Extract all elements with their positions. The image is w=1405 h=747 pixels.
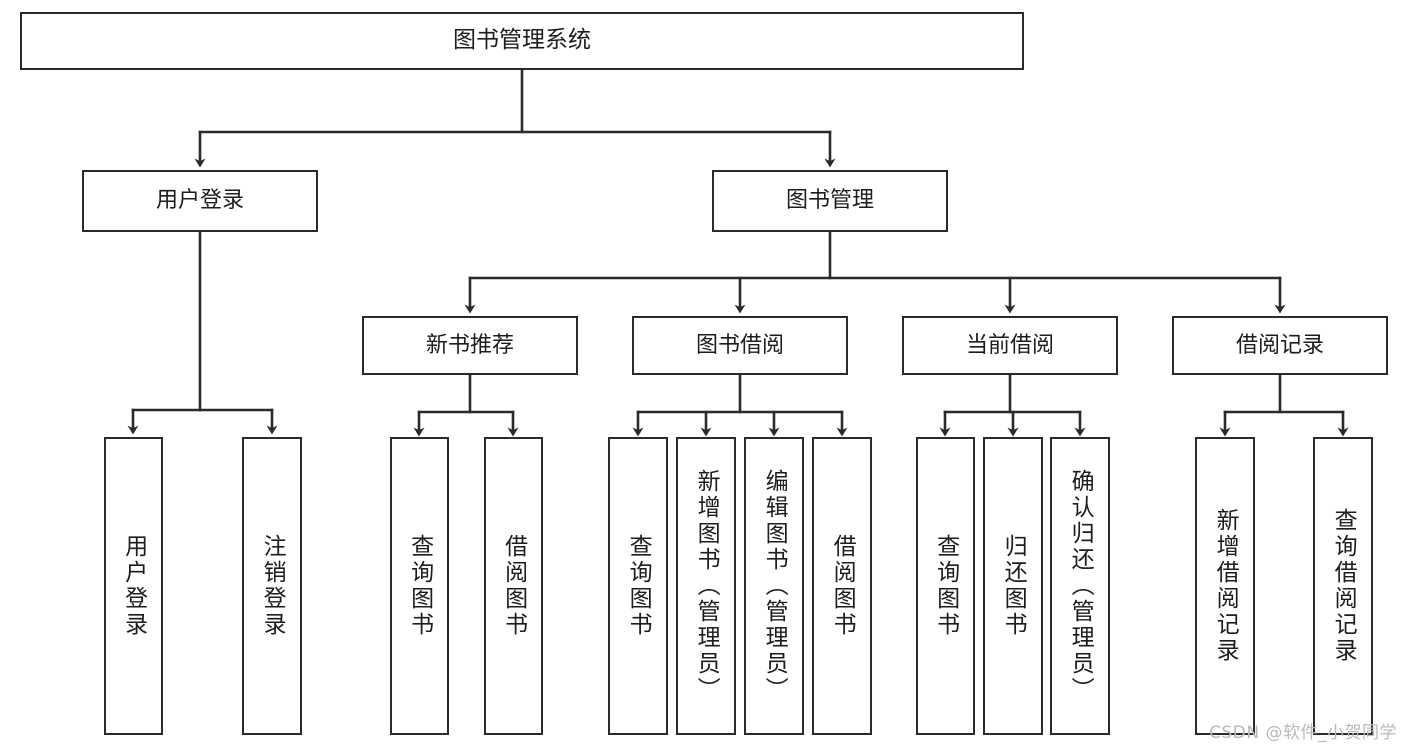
node-root-system[interactable]: 图书管理系统: [20, 12, 1024, 70]
node-new-book-recommendation[interactable]: 新书推荐: [362, 316, 578, 375]
leaf-query-book-current[interactable]: 查询图书: [916, 437, 975, 735]
node-label: 查询图书: [406, 534, 433, 638]
node-label: 归还图书: [1000, 534, 1027, 638]
leaf-query-book-borrow[interactable]: 查询图书: [608, 437, 668, 735]
node-label: 新增图书（管理员）: [693, 469, 720, 703]
leaf-return-book[interactable]: 归还图书: [983, 437, 1043, 735]
leaf-borrow-book-newbook[interactable]: 借阅图书: [484, 437, 543, 735]
node-book-manage[interactable]: 图书管理: [712, 170, 948, 232]
node-label: 借阅图书: [500, 534, 527, 638]
leaf-edit-book-admin[interactable]: 编辑图书（管理员）: [744, 437, 804, 735]
node-current-borrow[interactable]: 当前借阅: [902, 316, 1118, 375]
node-label: 新书推荐: [425, 332, 514, 358]
leaf-add-borrow-record[interactable]: 新增借阅记录: [1195, 437, 1255, 735]
leaf-user-login[interactable]: 用户登录: [104, 437, 163, 735]
node-borrow-record[interactable]: 借阅记录: [1172, 316, 1388, 375]
watermark-text: CSDN @软件_小贺同学: [1209, 723, 1397, 743]
node-label: 借阅记录: [1235, 332, 1324, 358]
node-book-borrow[interactable]: 图书借阅: [632, 316, 848, 375]
node-user-login[interactable]: 用户登录: [82, 170, 318, 232]
leaf-borrow-book-borrow[interactable]: 借阅图书: [812, 437, 872, 735]
node-label: 查询图书: [625, 534, 652, 638]
leaf-query-borrow-record[interactable]: 查询借阅记录: [1313, 437, 1373, 735]
node-label: 新增借阅记录: [1212, 508, 1239, 664]
node-label: 注销登录: [259, 534, 286, 638]
node-label: 查询借阅记录: [1330, 508, 1357, 664]
leaf-confirm-return-admin[interactable]: 确认归还（管理员）: [1050, 437, 1110, 735]
node-label: 查询图书: [932, 534, 959, 638]
node-label: 用户登录: [120, 534, 147, 638]
node-label: 编辑图书（管理员）: [761, 469, 788, 703]
node-label: 借阅图书: [829, 534, 856, 638]
node-label: 用户登录: [155, 188, 244, 214]
leaf-query-book-newbook[interactable]: 查询图书: [390, 437, 449, 735]
node-label: 确认归还（管理员）: [1067, 469, 1094, 703]
leaf-logout[interactable]: 注销登录: [242, 437, 302, 735]
node-label: 图书借阅: [695, 332, 784, 358]
node-label: 当前借阅: [965, 332, 1054, 358]
node-label: 图书管理: [785, 188, 874, 214]
node-label: 图书管理系统: [453, 27, 591, 54]
leaf-add-book-admin[interactable]: 新增图书（管理员）: [676, 437, 736, 735]
